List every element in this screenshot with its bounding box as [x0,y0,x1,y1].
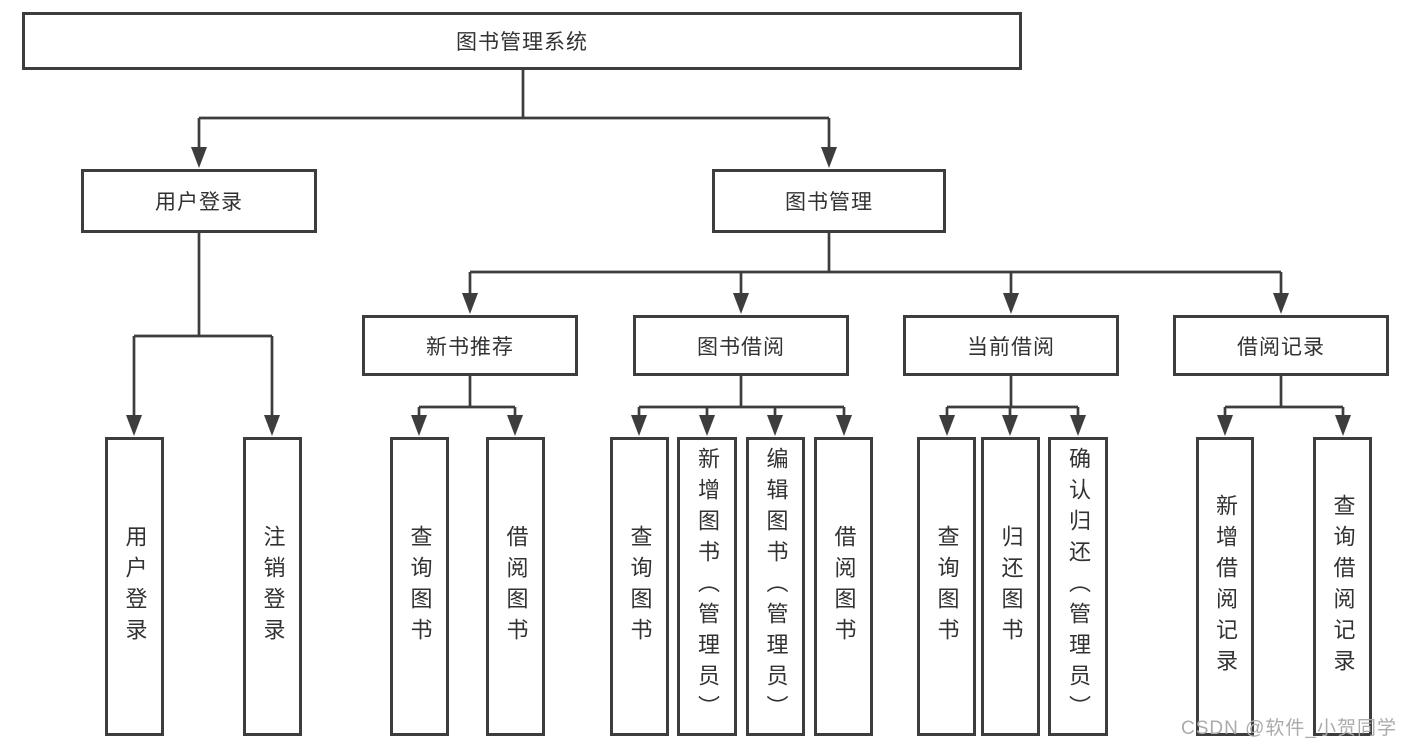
leaf-query-borrow-record: 查询借阅记录 [1313,437,1372,736]
leaf-user-login: 用户登录 [105,437,164,736]
leaf-query-books-recommend: 查询图书 [390,437,449,736]
leaf-edit-books-admin: 编辑图书（管理员） [746,437,805,736]
leaf-borrow-books-recommend: 借阅图书 [486,437,545,736]
node-borrowing-records: 借阅记录 [1173,315,1389,376]
node-book-management: 图书管理 [712,169,946,233]
node-book-borrowing: 图书借阅 [633,315,849,376]
leaf-query-books-borrowing: 查询图书 [610,437,669,736]
node-user-login: 用户登录 [81,169,317,233]
node-library-management-system: 图书管理系统 [22,12,1022,70]
node-new-book-recommendation: 新书推荐 [362,315,578,376]
leaf-query-books-current: 查询图书 [917,437,976,736]
csdn-watermark: CSDN @软件_小贺同学 [1181,718,1397,739]
leaf-add-books-admin: 新增图书（管理员） [677,437,737,736]
node-current-borrowing: 当前借阅 [903,315,1119,376]
leaf-confirm-return-admin: 确认归还（管理员） [1048,437,1108,736]
leaf-logout: 注销登录 [243,437,302,736]
leaf-borrow-books-borrowing: 借阅图书 [814,437,873,736]
leaf-return-books: 归还图书 [981,437,1040,736]
leaf-add-borrow-record: 新增借阅记录 [1196,437,1254,736]
